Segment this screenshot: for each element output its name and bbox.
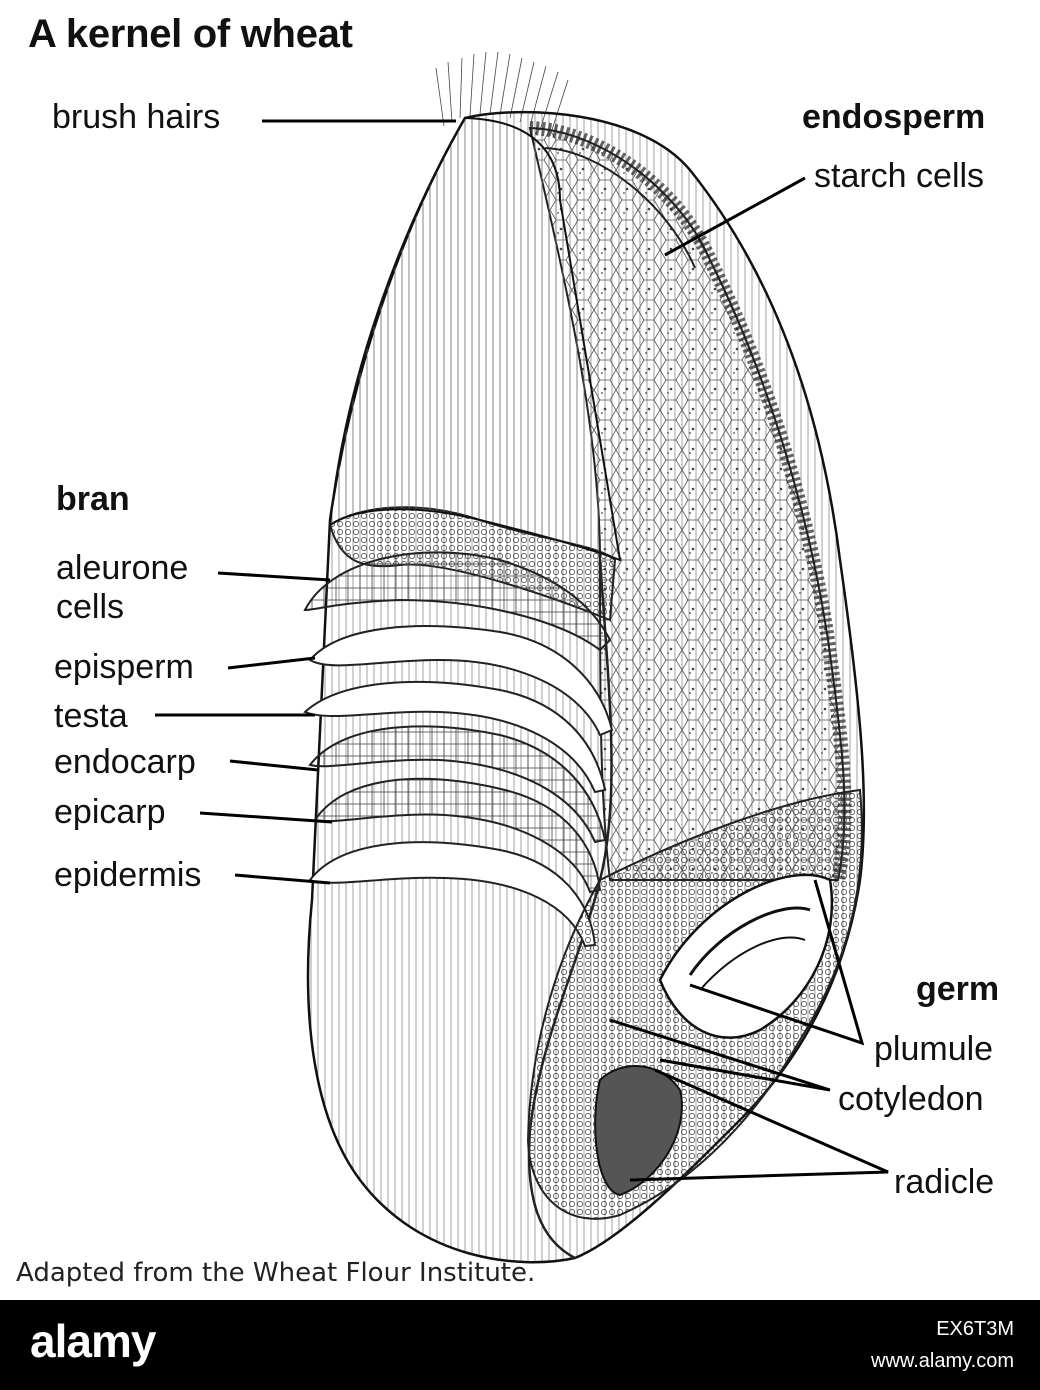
- label-plumule: plumule: [874, 1030, 994, 1068]
- wheat-kernel-diagram: [155, 51, 889, 1264]
- leader-radicle: [629, 1068, 889, 1182]
- leader-episperm: [227, 656, 316, 670]
- bran-layers: [303, 506, 617, 948]
- leader-endocarp: [229, 759, 319, 772]
- label-aleurone: aleurone: [56, 549, 189, 587]
- brand-logo: alamy: [30, 1315, 156, 1367]
- label-endosperm: endosperm: [802, 98, 986, 136]
- label-starch-cells: starch cells: [814, 157, 985, 195]
- label-germ: germ: [916, 970, 1000, 1008]
- plumule-drawing: [658, 873, 834, 1039]
- leader-starch-cells: [664, 176, 806, 257]
- footer-bar: alamy EX6T3M www.alamy.com: [0, 1300, 1040, 1390]
- leader-plumule: [689, 879, 865, 1046]
- label-aleurone-cells: cells: [56, 588, 125, 626]
- leader-epidermis: [234, 873, 331, 885]
- label-testa: testa: [54, 697, 128, 735]
- site-url: www.alamy.com: [871, 1350, 1014, 1372]
- leader-cotyledon: [609, 1018, 831, 1092]
- label-epicarp: epicarp: [54, 793, 166, 831]
- leader-aleurone: [217, 571, 331, 582]
- label-bran: bran: [56, 480, 130, 518]
- source-credit: Adapted from the Wheat Flour Institute.: [16, 1258, 536, 1288]
- leader-epicarp: [199, 811, 333, 824]
- label-episperm: episperm: [54, 648, 194, 686]
- aleurone-layer: [529, 121, 852, 882]
- label-radicle: radicle: [894, 1163, 995, 1201]
- leader-lines: [155, 119, 889, 1182]
- image-id: EX6T3M: [936, 1318, 1014, 1340]
- label-cotyledon: cotyledon: [838, 1080, 984, 1118]
- label-endocarp: endocarp: [54, 743, 196, 781]
- radicle-drawing: [594, 1065, 683, 1197]
- page-title: A kernel of wheat: [28, 12, 353, 56]
- label-brush-hairs: brush hairs: [52, 98, 221, 136]
- label-epidermis: epidermis: [54, 856, 202, 894]
